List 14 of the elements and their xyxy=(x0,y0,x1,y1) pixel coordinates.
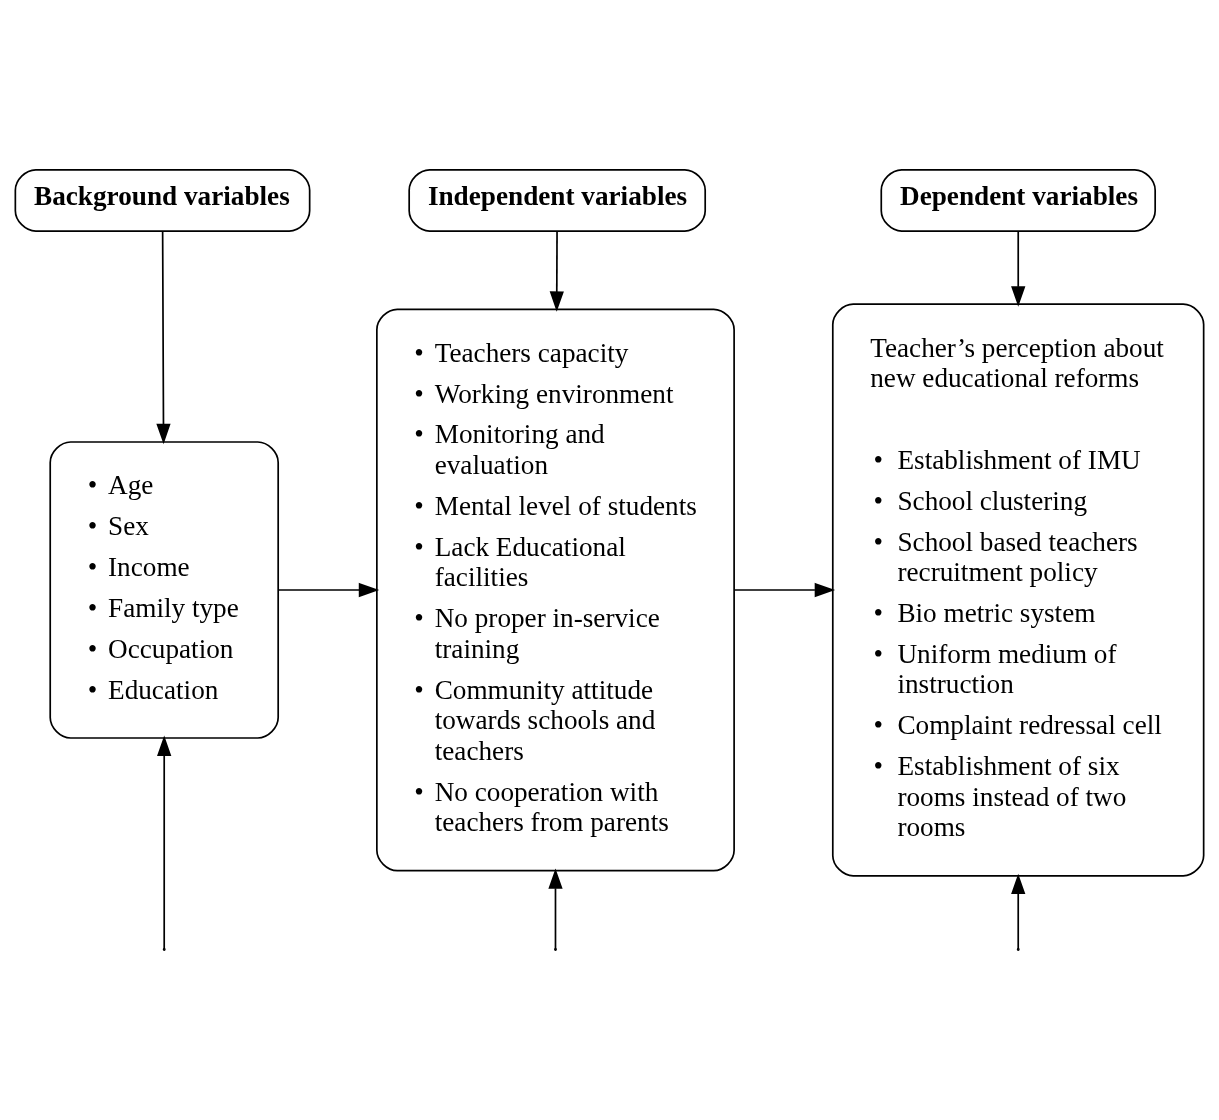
arrow xyxy=(277,582,380,598)
node-box: Teacher’s perception about new educational reforms • Establishment of IMU • School clustering • School based teachers recruitment policy • Bio metric system • Uniform medium of instruction • Complaint redressal cell • Establishment of six rooms instead of two rooms xyxy=(831,303,1205,877)
node-box: Dependent variables xyxy=(880,168,1156,232)
node-box: • Teachers capacity • Working environment • Monitoring and evaluation • Mental level of students • Lack Educational facilities • No proper in-service training • Community attitude towards schools and teachers • No cooperation with teachers from parents xyxy=(376,308,735,872)
arrow xyxy=(548,868,563,950)
node-box: • Age • Sex • Income • Family type • Occupation • Education xyxy=(49,441,280,739)
node-box: Background variables xyxy=(14,168,311,232)
arrow xyxy=(1011,230,1026,307)
arrow xyxy=(549,230,564,312)
arrow xyxy=(733,582,836,598)
arrow xyxy=(1011,873,1026,950)
arrow xyxy=(156,230,171,445)
arrow xyxy=(157,735,172,950)
node-box: Independent variables xyxy=(408,168,707,232)
